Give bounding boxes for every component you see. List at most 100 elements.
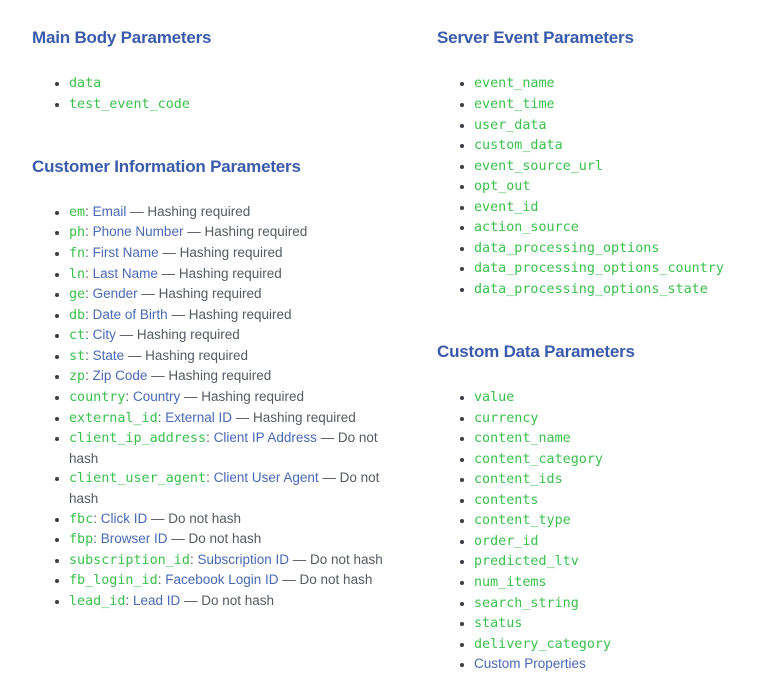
param-code: fb_login_id [69, 573, 158, 589]
param-link[interactable]: Phone Number [92, 224, 184, 240]
param-note: — Do not hash [69, 430, 378, 466]
param-link[interactable]: Zip Code [92, 368, 148, 384]
param-code: action_source [474, 220, 579, 236]
param-item: event_id [474, 197, 755, 218]
param-code: data_processing_options_state [474, 282, 708, 298]
section-custom-data-parameters: Custom Data Parameters valuecurrencycont… [437, 342, 755, 674]
param-link[interactable]: Facebook Login ID [165, 572, 279, 588]
param-link[interactable]: Client User Agent [213, 470, 319, 486]
param-note: — Hashing required [124, 347, 248, 363]
param-item: fn: First Name — Hashing required [69, 243, 405, 264]
server-event-parameters-heading: Server Event Parameters [437, 28, 634, 47]
param-link[interactable]: Last Name [92, 265, 158, 281]
param-item: test_event_code [69, 94, 405, 115]
param-note: — Hashing required [180, 388, 305, 404]
param-item: ct: City — Hashing required [69, 325, 405, 346]
param-link[interactable]: Browser ID [100, 531, 168, 547]
param-code: ct [69, 328, 86, 344]
param-separator: : [206, 470, 214, 486]
server-event-parameters-list: event_name event_timeuser_data custom_data… [437, 73, 755, 299]
param-note: — Hashing required [158, 245, 283, 261]
param-code: subscription_id [69, 552, 190, 568]
param-code: custom_data [474, 138, 563, 154]
param-link[interactable]: Custom Properties [474, 656, 586, 672]
param-code: content_category [474, 451, 603, 467]
param-link[interactable]: First Name [92, 245, 159, 261]
param-link[interactable]: Subscription ID [197, 551, 289, 567]
param-item: data_processing_options_state [474, 279, 755, 300]
param-code: predicted_ltv [474, 554, 579, 570]
param-code: country [69, 389, 126, 405]
param-item: action_source [474, 217, 755, 238]
param-code: ln [69, 266, 86, 282]
param-code: event_name [474, 76, 555, 92]
param-separator: : [85, 265, 93, 281]
param-item: fbp: Browser ID — Do not hash [69, 529, 405, 550]
section-customer-information-parameters: Customer Information Parameters em: Emai… [32, 157, 405, 612]
param-code: currency [474, 410, 539, 426]
param-note: — Do not hash [167, 531, 262, 547]
param-separator: : [85, 245, 93, 261]
param-code: fn [69, 246, 86, 262]
param-link[interactable]: External ID [165, 409, 232, 425]
param-item: country: Country — Hashing required [69, 387, 405, 408]
param-item: event_source_url [474, 156, 755, 177]
param-item: event_name [474, 73, 755, 94]
param-note: — Hashing required [126, 203, 251, 219]
param-link[interactable]: Client IP Address [213, 430, 317, 446]
param-link[interactable]: Click ID [100, 510, 148, 526]
param-code: value [474, 389, 515, 405]
param-link[interactable]: Gender [92, 286, 138, 302]
section-main-body-parameters: Main Body Parameters datatest_event_code [32, 28, 405, 115]
param-note: — Hashing required [147, 368, 272, 384]
param-code: num_items [474, 575, 547, 591]
param-link[interactable]: Lead ID [132, 592, 181, 608]
param-note: — Do not hash [69, 470, 380, 506]
param-note: — Hashing required [231, 409, 356, 425]
param-item: ln: Last Name — Hashing required [69, 264, 405, 285]
param-item: client_ip_address: Client IP Address — D… [69, 428, 405, 468]
param-item: content_category [474, 449, 755, 470]
param-link[interactable]: Date of Birth [92, 306, 168, 322]
param-code: em [69, 204, 86, 220]
param-separator: : [93, 510, 101, 526]
param-link[interactable]: State [92, 347, 125, 363]
param-code: event_id [474, 199, 539, 215]
param-item: client_user_agent: Client User Agent — D… [69, 468, 405, 508]
param-code: data_processing_options [474, 240, 660, 256]
param-separator: : [85, 286, 93, 302]
param-separator: : [85, 224, 93, 240]
param-note: — Hashing required [157, 265, 282, 281]
param-item: fbc: Click ID — Do not hash [69, 509, 405, 530]
param-code: ph [69, 225, 86, 241]
param-link[interactable]: Email [92, 203, 127, 219]
param-code: db [69, 307, 86, 323]
param-item: content_name [474, 428, 755, 449]
param-code: client_ip_address [69, 431, 207, 447]
param-item: delivery_category [474, 634, 755, 655]
param-note: — Do not hash [289, 551, 383, 567]
param-item: data_processing_options_country [474, 258, 755, 279]
param-item: event_time [474, 94, 755, 115]
param-code: search_string [474, 595, 579, 611]
param-link[interactable]: City [92, 327, 116, 343]
param-separator: : [206, 430, 214, 446]
param-item: db: Date of Birth — Hashing required [69, 305, 405, 326]
param-link[interactable]: Country [132, 388, 181, 404]
param-item: num_items [474, 572, 755, 593]
param-item: ge: Gender — Hashing required [69, 284, 405, 305]
param-item: st: State — Hashing required [69, 346, 405, 367]
custom-data-parameters-list: value currency content_name content_categor… [437, 387, 755, 674]
param-item: zp: Zip Code — Hashing required [69, 366, 405, 387]
param-note: — Hashing required [183, 224, 308, 240]
param-separator: : [85, 306, 93, 322]
param-separator: : [85, 327, 93, 343]
param-item: user_data [474, 115, 755, 136]
param-item: predicted_ltv [474, 551, 755, 572]
param-note: — Hashing required [115, 327, 240, 343]
section-server-event-parameters: Server Event Parameters event_nameevent_… [437, 28, 755, 300]
param-separator: : [85, 203, 93, 219]
param-item: status [474, 613, 755, 634]
param-code: content_ids [474, 472, 563, 488]
param-separator: : [85, 347, 93, 363]
